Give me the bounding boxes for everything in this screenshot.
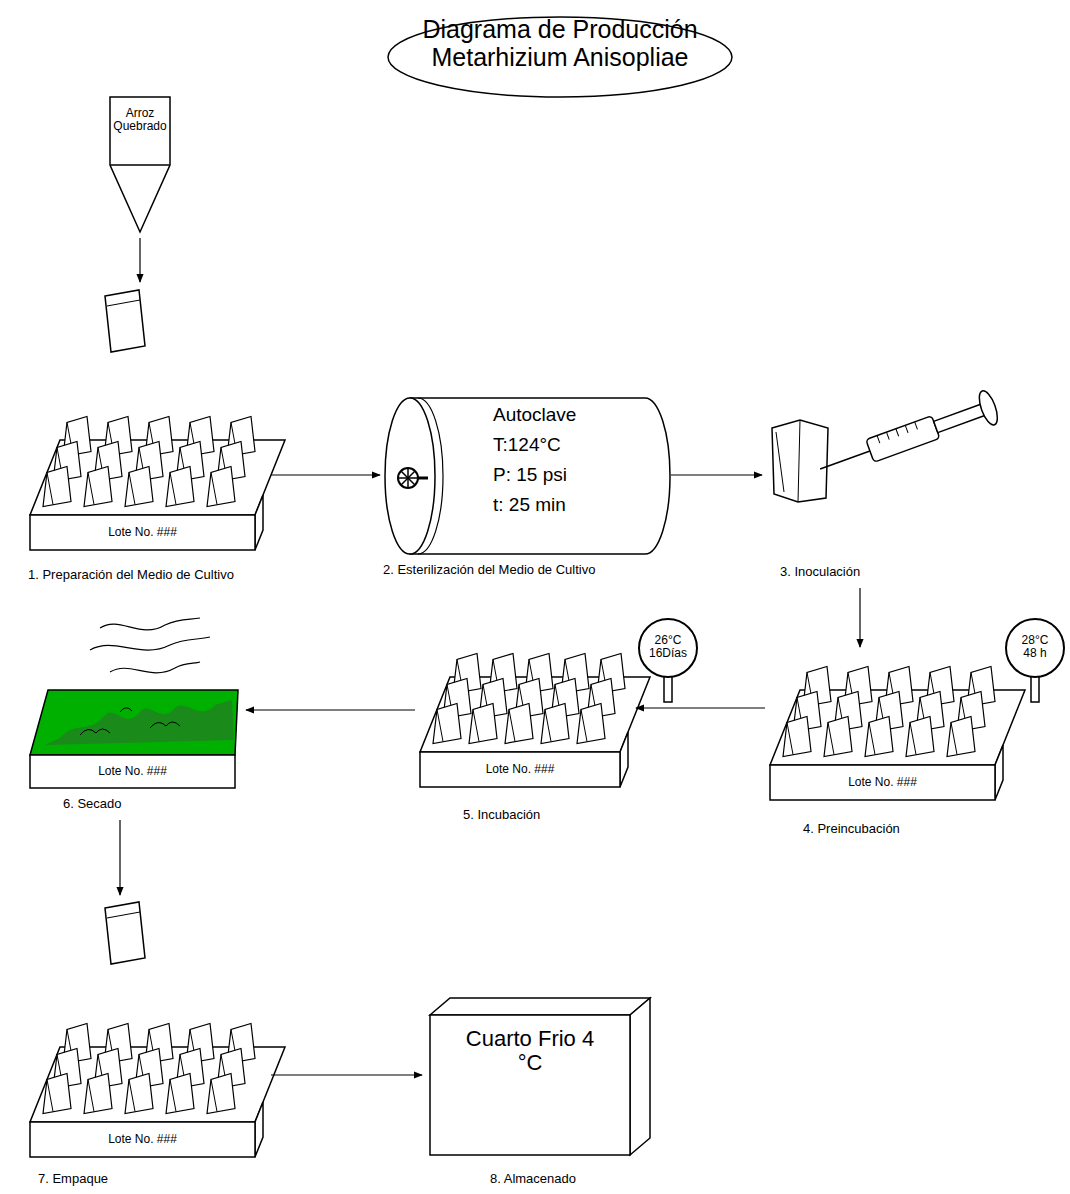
- node-text: Cuarto Frio 4 °C: [465, 1027, 595, 1075]
- title-ellipse: [388, 17, 732, 97]
- drying-tray: [30, 618, 238, 788]
- node-text: P: 15 psi: [493, 465, 567, 486]
- thermometer-stem: [1031, 676, 1039, 702]
- stage-caption: 6. Secado: [63, 797, 122, 811]
- flow-arrow: [246, 709, 415, 710]
- rice-bag: [105, 290, 145, 964]
- flow-arrow: [636, 707, 765, 708]
- stage-caption: 2. Esterilización del Medio de Cultivo: [383, 563, 595, 577]
- thermometer-dial: 26°C 16Días: [638, 618, 698, 678]
- hopper: [110, 97, 170, 232]
- flow-arrow: [671, 474, 762, 475]
- diagram-title: Diagrama de Producción Metarhizium Aniso…: [405, 16, 715, 71]
- node-text: T:124°C: [493, 435, 561, 456]
- node-text: Lote No. ###: [30, 1122, 255, 1157]
- process-stage: 3. Inoculación: [765, 395, 1020, 585]
- process-stage: Lote No. ### 7. Empaque: [28, 898, 268, 1190]
- node-text: Lote No. ###: [30, 515, 255, 550]
- process-stage: Cuarto Frio 4 °C 8. Almacenado: [425, 995, 660, 1190]
- node-text: Autoclave: [493, 405, 576, 426]
- flow-arrow: [139, 238, 140, 282]
- node-text: Lote No. ###: [30, 755, 235, 788]
- flow-arrow: [271, 1074, 422, 1075]
- stage-caption: 8. Almacenado: [490, 1172, 576, 1186]
- syringe: [772, 389, 1001, 502]
- tray-of-bags: [420, 654, 650, 788]
- flow-arrow: [271, 474, 380, 475]
- node-text: 3. Inoculación: [780, 565, 860, 579]
- node-text: Arroz Quebrado: [110, 107, 170, 133]
- stage-caption: 4. Preincubación: [803, 822, 900, 836]
- process-stage: Lote No. ### 4. Preincubación: [768, 650, 1000, 840]
- tray-of-bags: [30, 417, 285, 551]
- stage-caption: 7. Empaque: [38, 1172, 108, 1186]
- stage-caption: 1. Preparación del Medio de Cultivo: [28, 568, 234, 582]
- node-text: 26°C 16Días: [648, 634, 688, 660]
- process-stage: AutoclaveT:124°C P: 15 psi t: 25 min 2. Est…: [383, 393, 668, 585]
- thermometer-stem: [664, 676, 672, 702]
- flow-arrow: [119, 820, 120, 895]
- thermometer-dial: 28°C 48 h: [1005, 618, 1065, 678]
- tray-of-bags: [30, 1024, 285, 1158]
- cold-room: [430, 998, 650, 1155]
- process-stage: Arroz Quebrado: [108, 95, 172, 235]
- node-text: 28°C 48 h: [1015, 634, 1055, 660]
- node-text: Lote No. ###: [770, 765, 995, 800]
- tray-of-bags: [770, 667, 1025, 801]
- node-text: t: 25 min: [493, 495, 566, 516]
- autoclave: [385, 398, 670, 554]
- process-stage: Lote No. ### 5. Incubación: [418, 650, 633, 826]
- flow-arrow: [859, 588, 860, 647]
- stage-caption: 5. Incubación: [463, 808, 540, 822]
- node-text: Lote No. ###: [420, 752, 620, 787]
- process-stage: Lote No. ### 6. Secado: [28, 612, 243, 817]
- process-stage: Lote No. ### 1. Preparación del Medio de …: [28, 285, 268, 585]
